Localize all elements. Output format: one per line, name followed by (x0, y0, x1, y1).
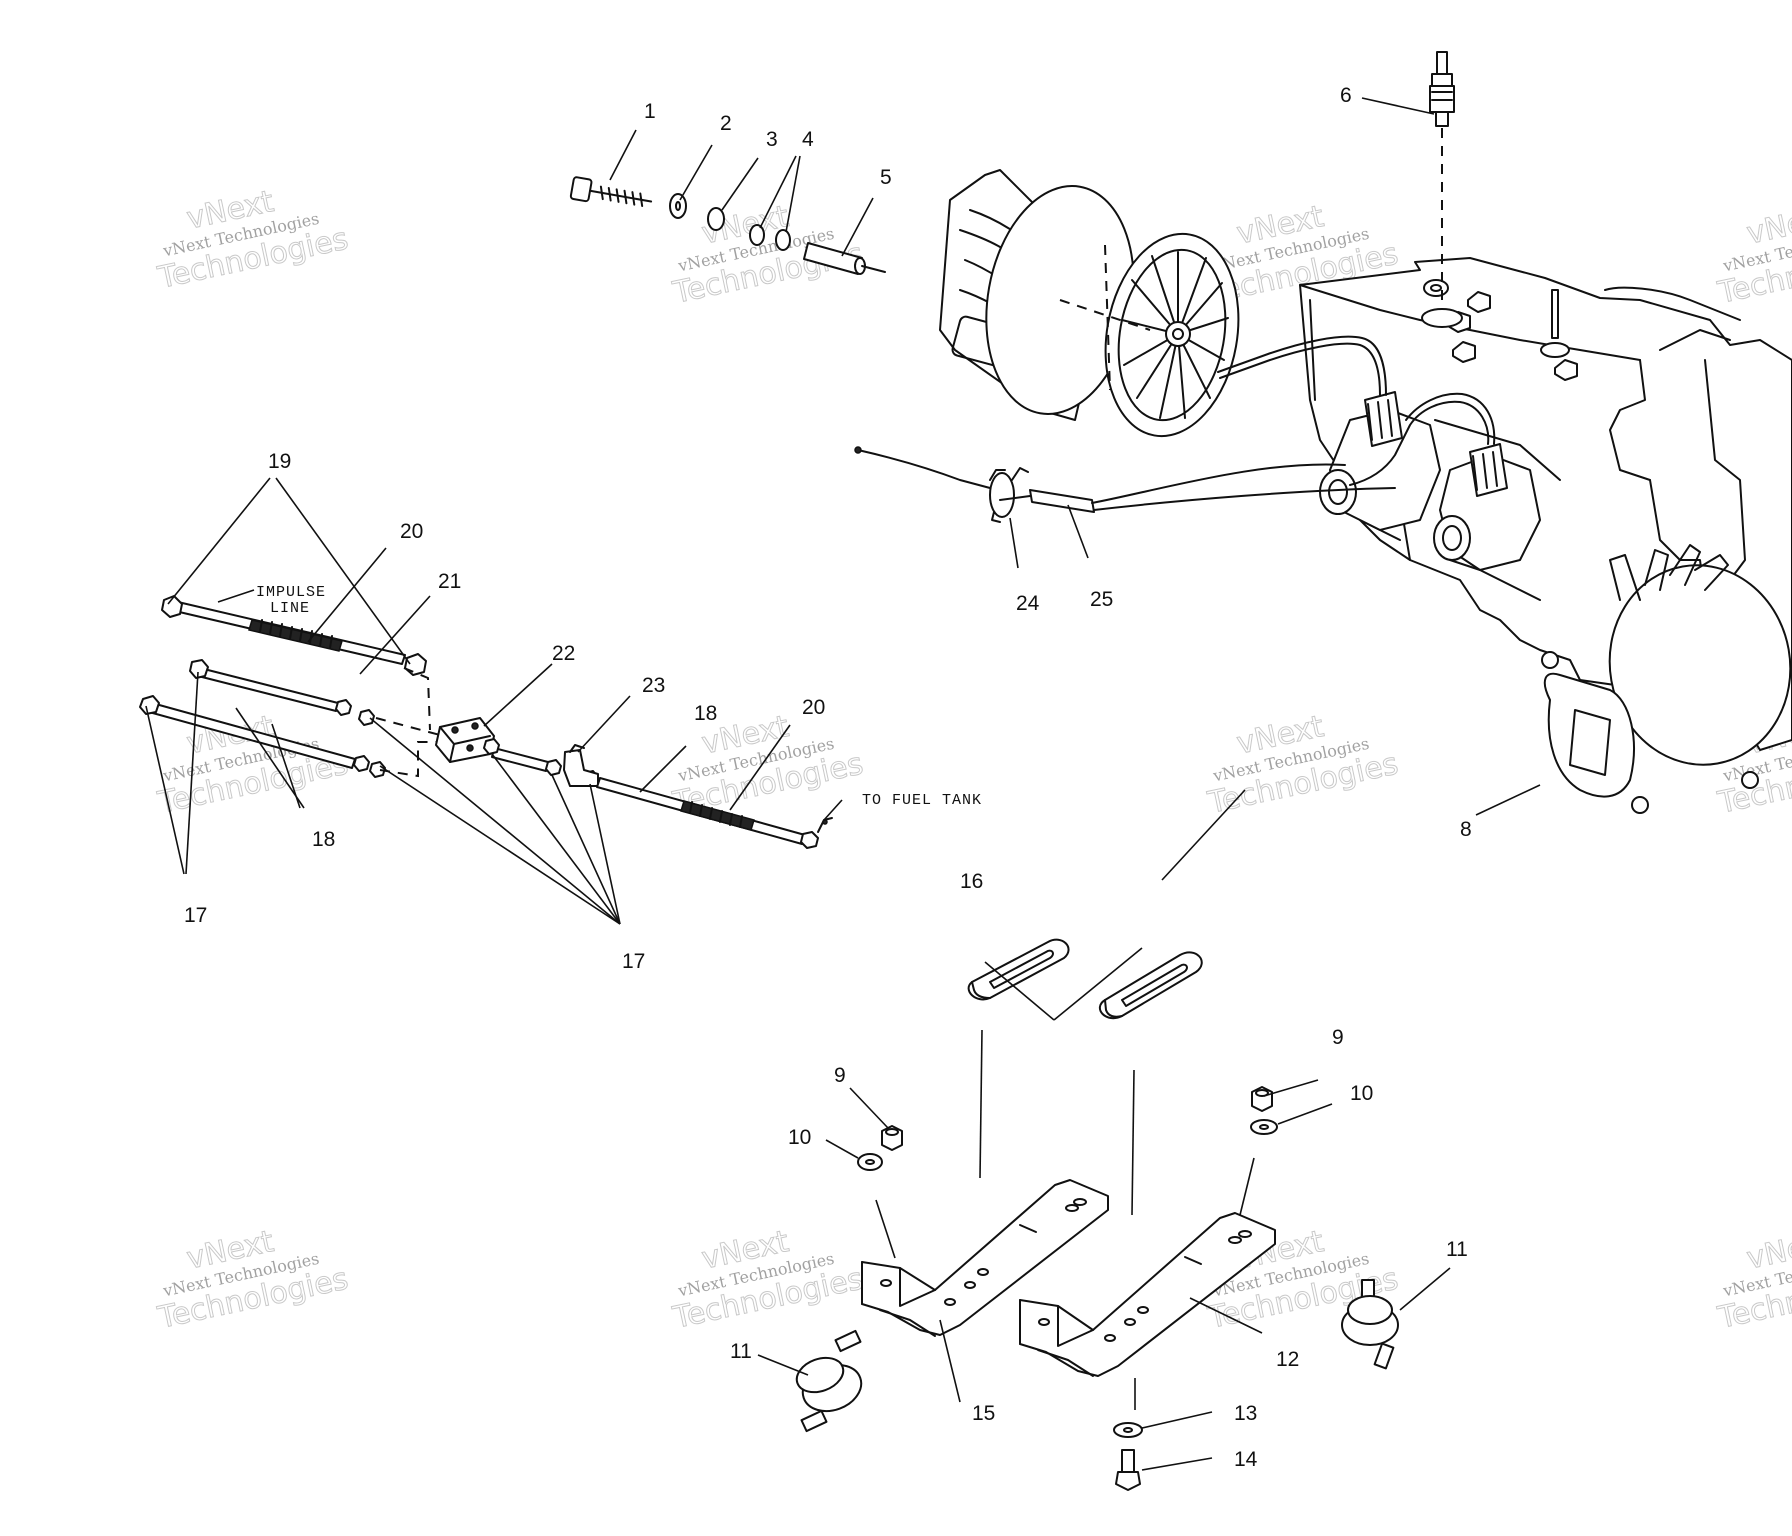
callout-21: 21 (438, 570, 461, 593)
callout-16: 16 (960, 870, 983, 893)
washer-part-10-left (857, 1153, 883, 1171)
watermark: vNext vNext Technologies Technologies (1204, 709, 1402, 822)
callout-2: 2 (720, 112, 732, 135)
callout-20-right: 20 (802, 696, 825, 719)
spark-plug-part-6 (1421, 51, 1463, 328)
fuel-pump-part-22 (435, 717, 495, 763)
fuel-tee-part-23 (563, 744, 599, 787)
mount-spacers-part-16 (967, 938, 1203, 1019)
washer-part-10-right (1250, 1119, 1278, 1135)
washer-part-2 (669, 193, 687, 219)
throttle-cable-part-25 (854, 446, 1396, 513)
watermark: vNext vNext Technologies Technologies (669, 199, 867, 312)
watermark: vNext vNext Technologies Technologies (1714, 199, 1792, 312)
callout-17-left: 17 (184, 904, 207, 927)
washer-part-13 (1113, 1422, 1143, 1438)
leader-lines (145, 97, 1541, 1471)
callout-23: 23 (642, 674, 665, 697)
callout-17-right: 17 (622, 950, 645, 973)
callouts: 1 2 3 4 5 6 8 9 9 10 10 11 11 12 13 14 1… (184, 84, 1472, 1471)
clamp-part-17-end (800, 831, 819, 849)
callout-12: 12 (1276, 1348, 1299, 1371)
fuel-line-sleeve-part-20 (680, 800, 755, 831)
callout-10-left: 10 (788, 1126, 811, 1149)
callout-18-left: 18 (312, 828, 335, 851)
watermark: vNext vNext Technologies Technologies (154, 184, 352, 297)
impulse-line-label: IMPULSE (256, 584, 326, 601)
engine-head-fasteners (1423, 279, 1578, 381)
clamp-part-21 (404, 653, 427, 676)
watermark: vNext vNext Technologies Technologies (1714, 1224, 1792, 1337)
callout-9-left: 9 (834, 1064, 846, 1087)
recoil-starter-part-8 (1541, 544, 1792, 814)
lock-washer-part-3 (707, 207, 725, 231)
callout-15: 15 (972, 1402, 995, 1425)
impulse-line-label-2: LINE (270, 600, 310, 617)
carburetors (1217, 335, 1561, 571)
impulse-line-part-20 (174, 601, 406, 665)
rubber-mount-part-11-left (795, 1329, 863, 1433)
cable-clamp-part-24 (989, 467, 1029, 523)
callout-22: 22 (552, 642, 575, 665)
engine-block (854, 257, 1792, 814)
fuel-line-part-18a (197, 667, 339, 712)
callout-11-left: 11 (730, 1340, 752, 1363)
callout-25: 25 (1090, 588, 1113, 611)
bolt-part-1 (569, 176, 653, 208)
callout-3: 3 (766, 128, 778, 151)
callout-14: 14 (1234, 1448, 1258, 1471)
oring-part-4a (749, 224, 765, 246)
mount-bracket-part-12 (1019, 1212, 1276, 1377)
clamps-part-17-left (139, 659, 386, 778)
bolt-part-14 (1115, 1449, 1141, 1491)
mount-bracket-part-15 (861, 1179, 1109, 1337)
bolt-assembly (569, 176, 886, 275)
drive-clutch (939, 169, 1240, 438)
callout-24: 24 (1016, 592, 1040, 615)
callout-10-right: 10 (1350, 1082, 1373, 1105)
washer-hole (675, 201, 681, 211)
to-fuel-tank-label: TO FUEL TANK (862, 792, 982, 809)
callout-6: 6 (1340, 84, 1352, 107)
oring-part-4b (775, 229, 791, 251)
callout-20-top: 20 (400, 520, 423, 543)
rubber-mount-part-11-right (1341, 1279, 1399, 1370)
callout-11-right: 11 (1446, 1238, 1468, 1261)
callout-13: 13 (1234, 1402, 1257, 1425)
callout-8: 8 (1460, 818, 1472, 841)
watermark: vNext vNext Technologies Technologies (154, 1224, 352, 1337)
fuel-line-segment (491, 747, 549, 772)
callout-9-right: 9 (1332, 1026, 1344, 1049)
callout-1: 1 (644, 100, 656, 123)
callout-4: 4 (802, 128, 814, 151)
callout-19: 19 (268, 450, 291, 473)
callout-18-right: 18 (694, 702, 717, 725)
callout-5: 5 (880, 166, 892, 189)
watermark: vNext vNext Technologies Technologies (669, 1224, 867, 1337)
